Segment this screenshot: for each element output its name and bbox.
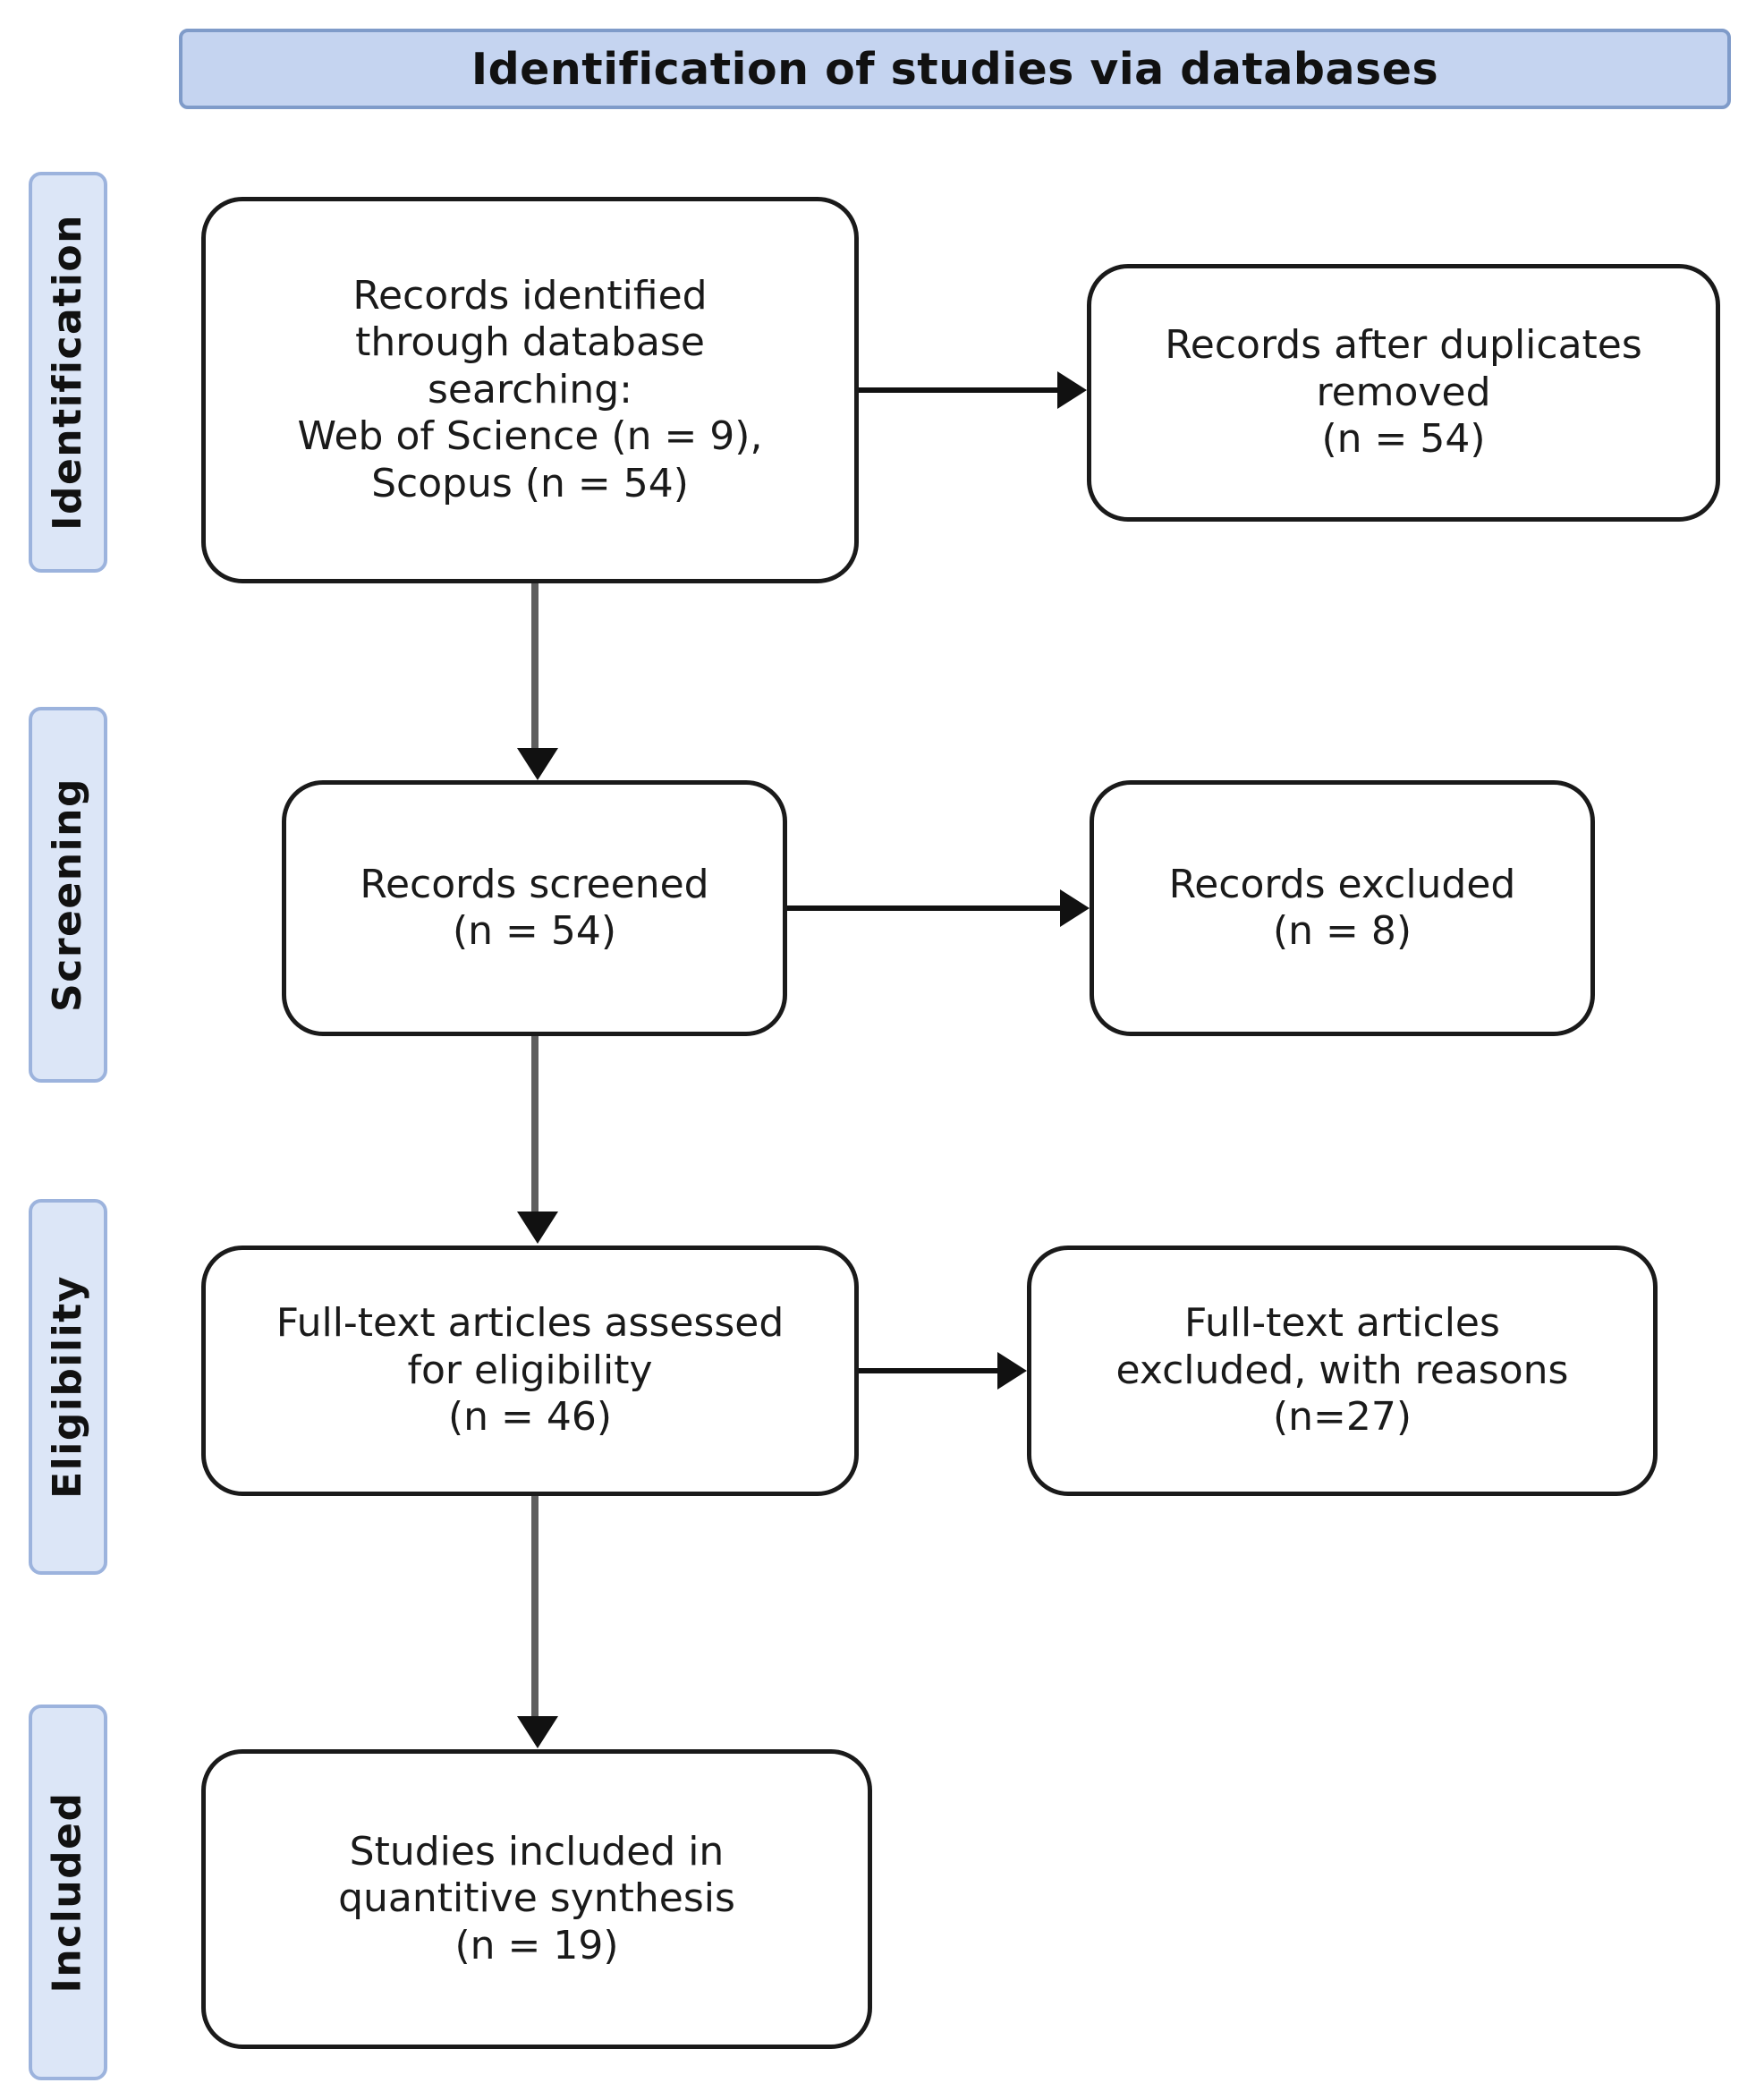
stage-tab-identification: Identification bbox=[29, 172, 107, 573]
connector-fulltext-to-included-line bbox=[531, 1496, 539, 1718]
flow-box-records-after-duplicates-removed: Records after duplicates removed (n = 54… bbox=[1087, 264, 1720, 522]
flow-box-fulltext-assessed: Full-text articles assessed for eligibil… bbox=[201, 1246, 859, 1496]
connector-identified-to-screened-line bbox=[531, 583, 539, 752]
stage-tab-label-identification: Identification bbox=[45, 214, 91, 531]
connector-screened-to-excluded-arrowhead-icon bbox=[1060, 889, 1090, 927]
connector-fulltext-to-fulltext-excluded-line bbox=[859, 1368, 1000, 1373]
flow-box-text-records-excluded: Records excluded (n = 8) bbox=[1168, 861, 1516, 954]
stage-tab-label-eligibility: Eligibility bbox=[45, 1275, 91, 1499]
flow-box-text-records-after-duplicates-removed: Records after duplicates removed (n = 54… bbox=[1165, 322, 1642, 463]
connector-fulltext-to-included-arrowhead-icon bbox=[517, 1716, 558, 1748]
flow-box-records-screened: Records screened (n = 54) bbox=[282, 780, 787, 1036]
connector-fulltext-to-fulltext-excluded-arrowhead-icon bbox=[997, 1352, 1027, 1390]
stage-tab-label-included: Included bbox=[45, 1791, 90, 1994]
connector-screened-to-fulltext-arrowhead-icon bbox=[517, 1212, 558, 1244]
stage-tab-screening: Screening bbox=[29, 707, 107, 1083]
flow-box-fulltext-excluded: Full-text articles excluded, with reason… bbox=[1027, 1246, 1658, 1496]
stage-tab-eligibility: Eligibility bbox=[29, 1199, 107, 1575]
stage-tab-label-screening: Screening bbox=[45, 778, 91, 1012]
flow-box-studies-included: Studies included in quantitive synthesis… bbox=[201, 1749, 872, 2049]
stage-tab-included: Included bbox=[29, 1705, 107, 2080]
connector-screened-to-fulltext-line bbox=[531, 1036, 539, 1213]
connector-identified-to-duplicates-arrowhead-icon bbox=[1057, 371, 1087, 409]
flow-box-text-records-identified: Records identified through database sear… bbox=[297, 273, 763, 506]
diagram-title-banner: Identification of studies via databases bbox=[179, 29, 1731, 109]
flow-box-text-studies-included: Studies included in quantitive synthesis… bbox=[338, 1828, 735, 1968]
flow-box-records-identified: Records identified through database sear… bbox=[201, 197, 859, 583]
flow-box-text-fulltext-excluded: Full-text articles excluded, with reason… bbox=[1115, 1300, 1569, 1441]
connector-identified-to-duplicates-line bbox=[859, 387, 1060, 393]
page-title: Identification of studies via databases bbox=[471, 43, 1439, 95]
flow-box-records-excluded: Records excluded (n = 8) bbox=[1090, 780, 1595, 1036]
flow-box-text-records-screened: Records screened (n = 54) bbox=[360, 861, 709, 954]
flow-box-text-fulltext-assessed: Full-text articles assessed for eligibil… bbox=[276, 1300, 784, 1441]
connector-identified-to-screened-arrowhead-icon bbox=[517, 748, 558, 780]
connector-screened-to-excluded-line bbox=[787, 905, 1063, 911]
